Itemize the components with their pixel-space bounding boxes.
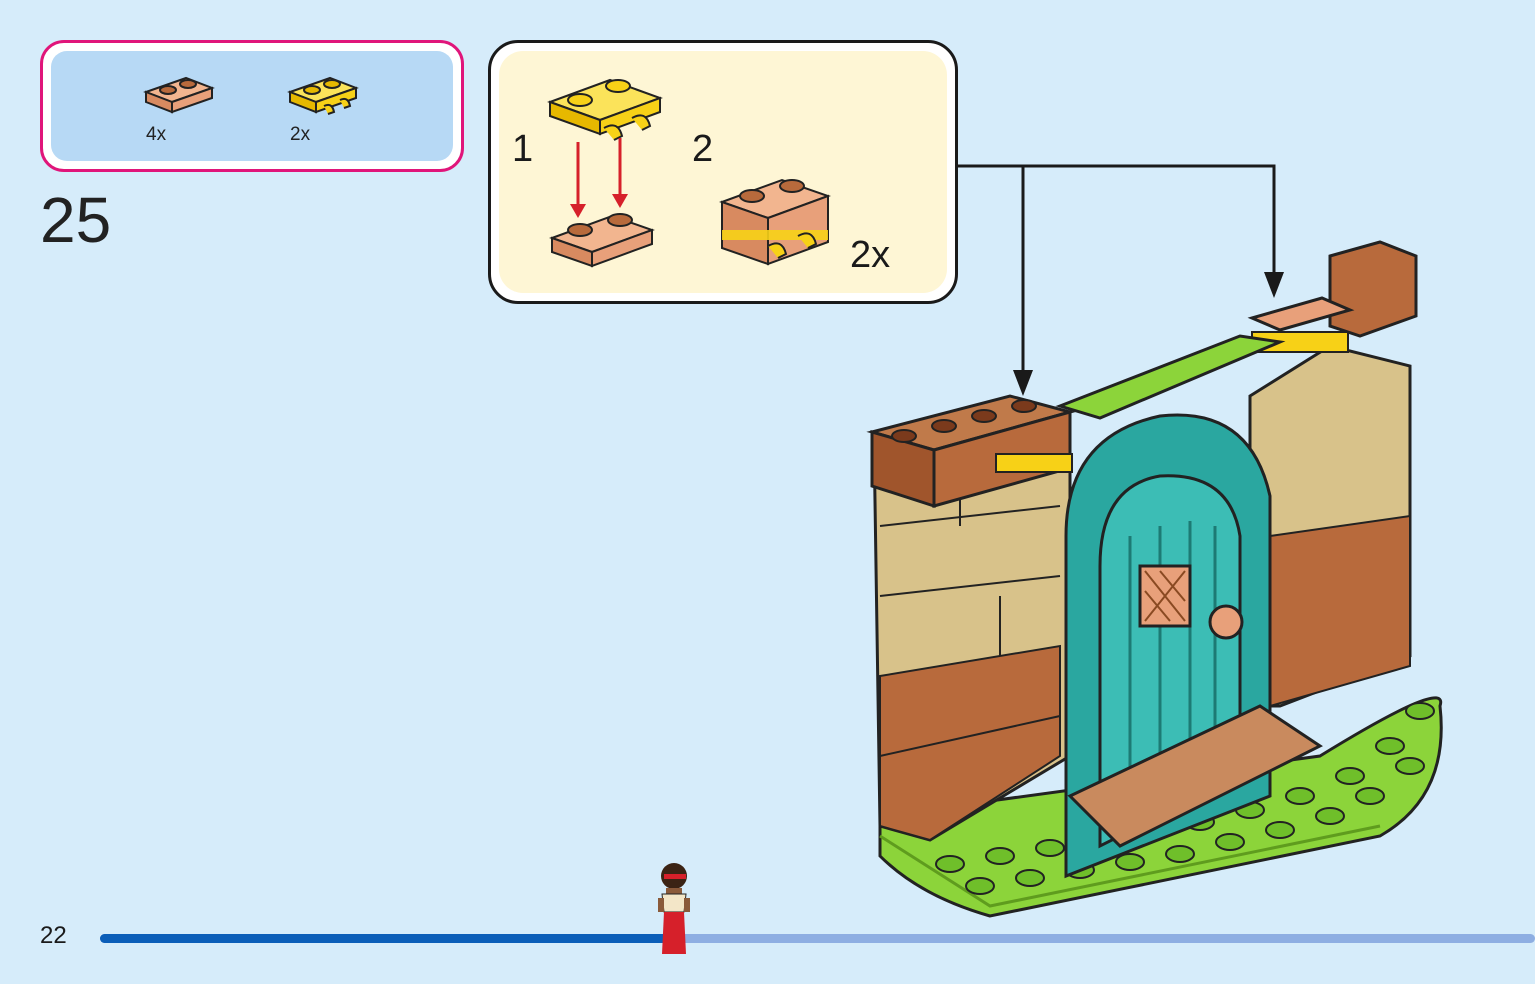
yellow-clip-plate-quantity: 2x [290, 124, 311, 145]
nougat-plate-icon [143, 76, 215, 114]
yellow-clip-plate-icon [287, 76, 359, 115]
progress-minifigure-icon [658, 863, 690, 954]
parts-list-panel [51, 51, 453, 161]
step-number: 25 [40, 184, 112, 256]
page-number: 22 [40, 922, 67, 949]
progress-fill [100, 934, 674, 943]
substep-2-label: 2 [692, 128, 714, 170]
substep-1-illustration [547, 78, 663, 268]
parts-list-callout [40, 40, 464, 172]
gate-model-illustration [866, 240, 1443, 918]
progress-track [100, 934, 1535, 943]
nougat-plate-quantity: 4x [146, 124, 167, 145]
substep-2-illustration [719, 178, 831, 266]
substep-2-multiplier: 2x [850, 234, 891, 276]
substep-1-label: 1 [512, 128, 534, 170]
